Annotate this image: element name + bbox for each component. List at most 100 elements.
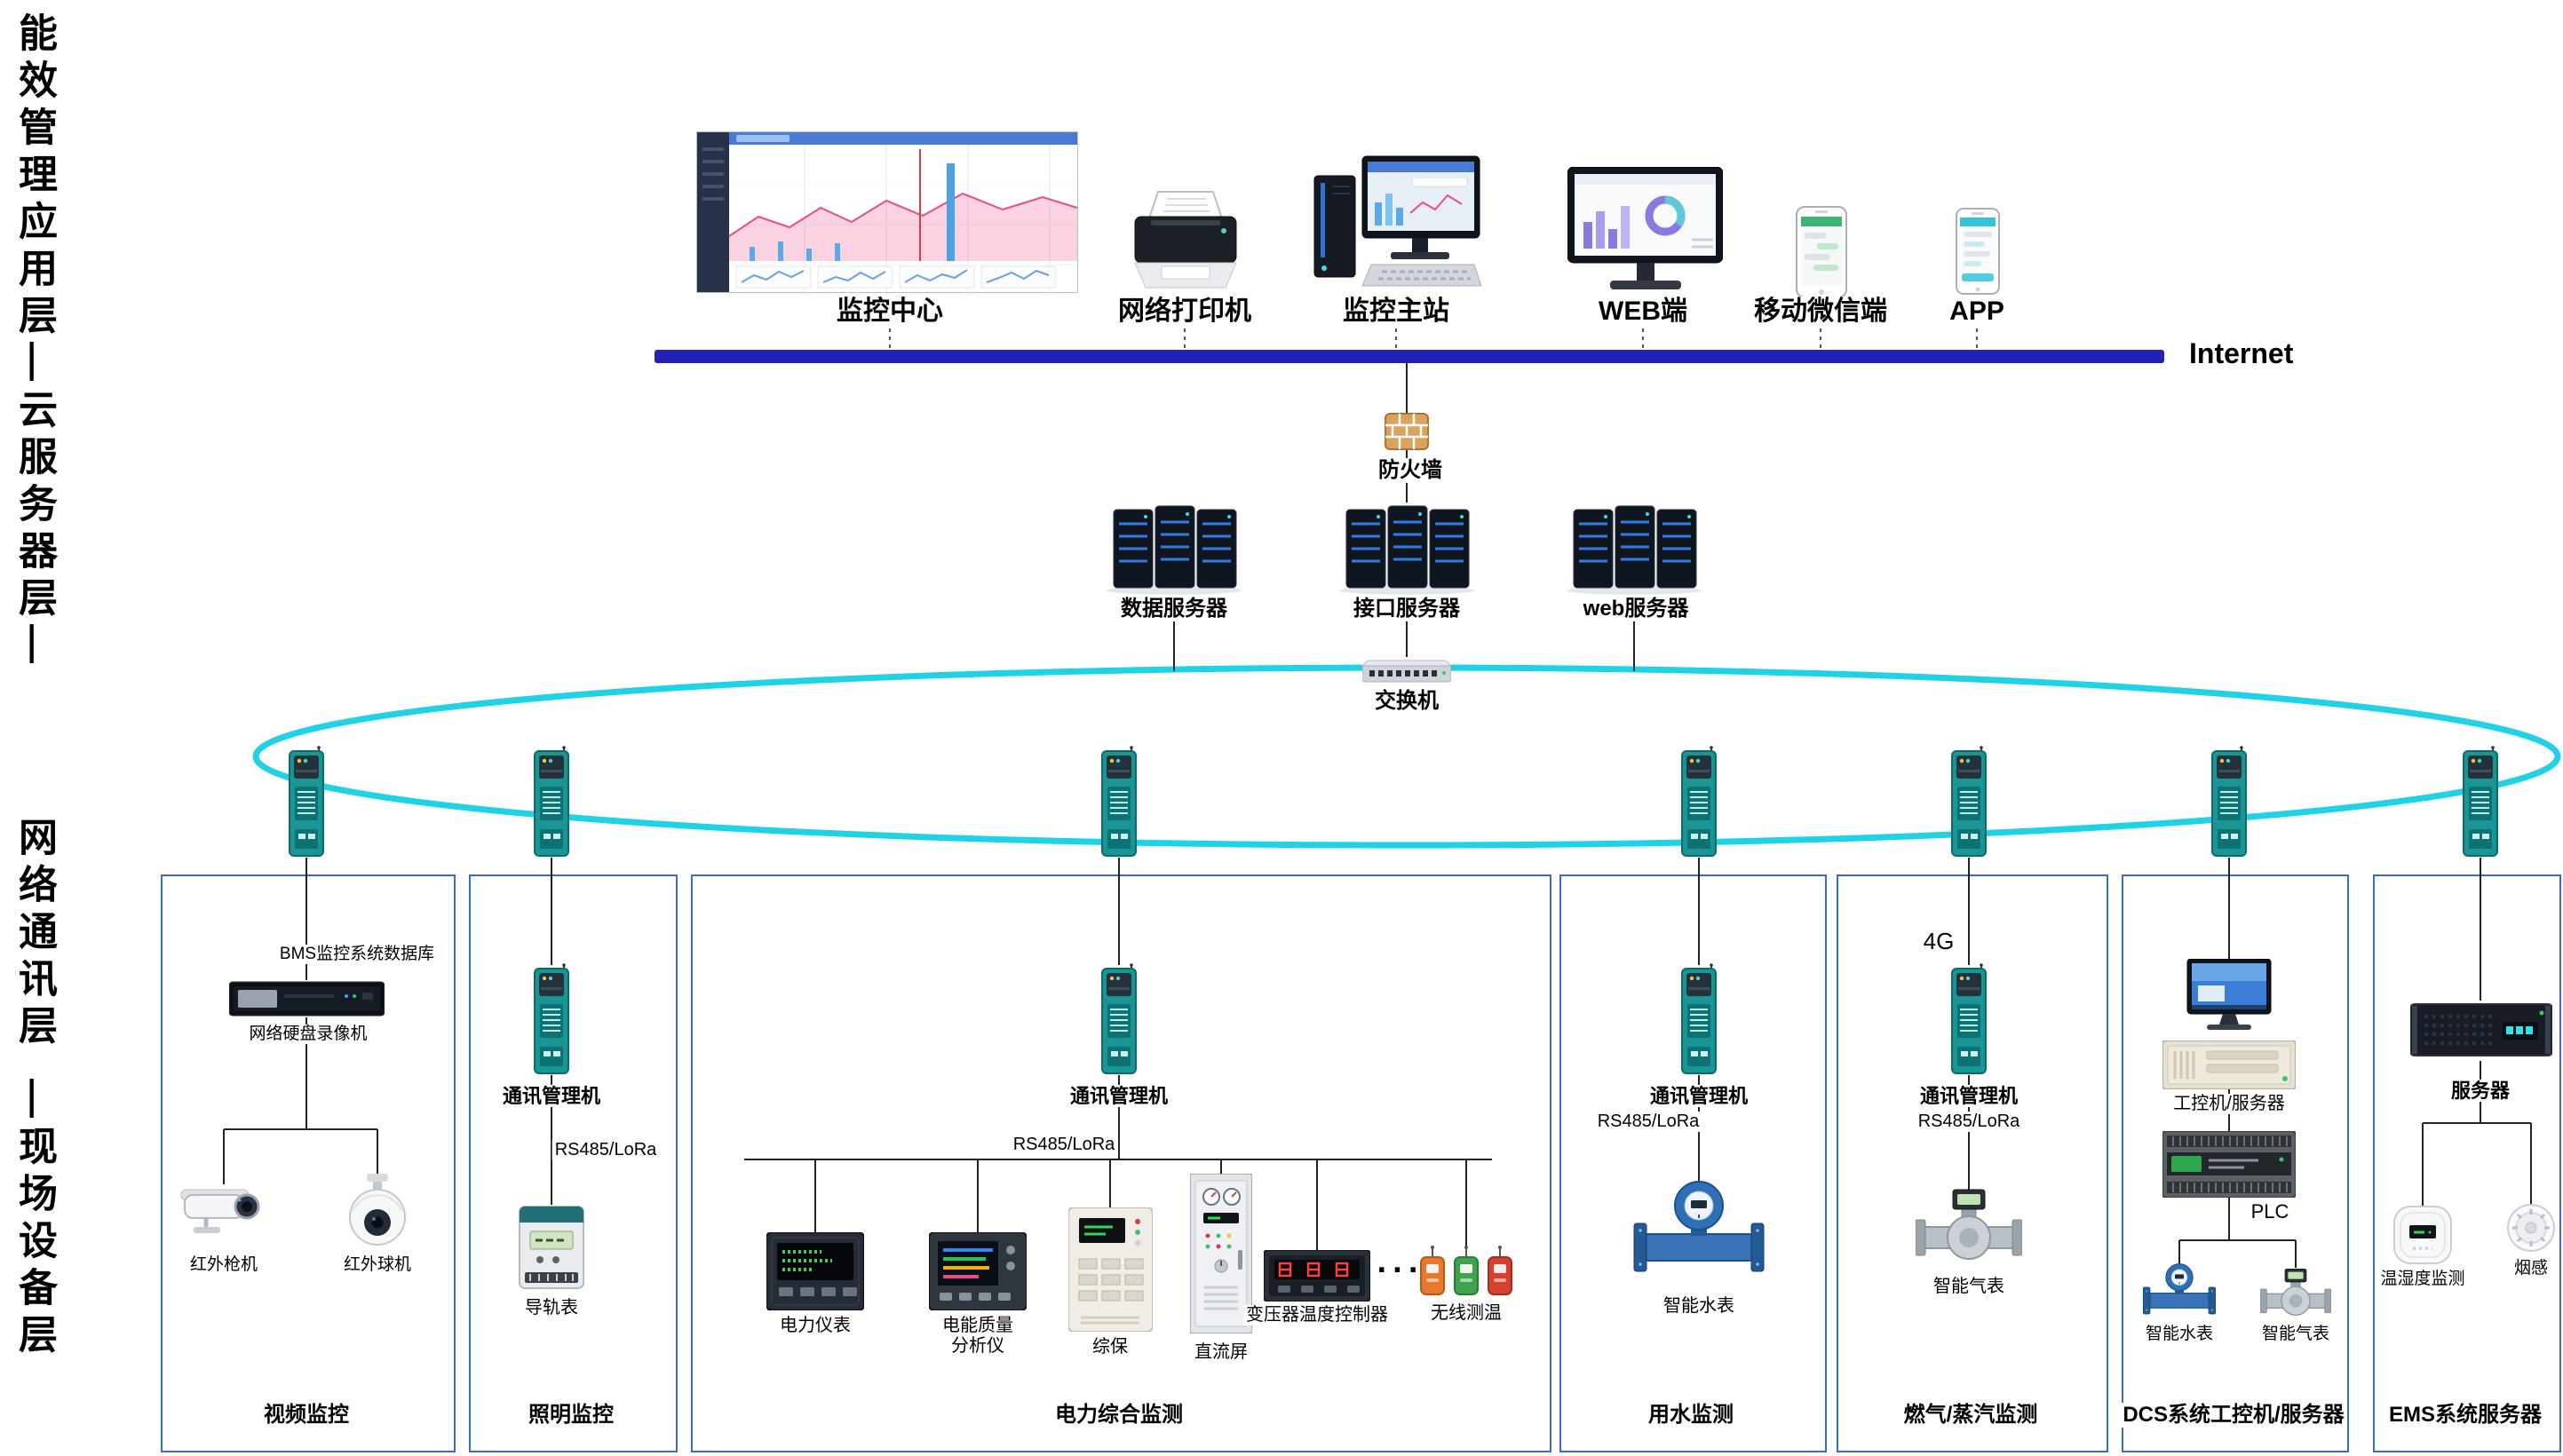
dome-camera-label: 红外球机: [340, 1255, 415, 1275]
bus-label-power: RS485/LoRa: [1010, 1135, 1118, 1155]
gateway-label-gas: 通讯管理机: [1916, 1085, 2021, 1108]
rail-meter-icon: [519, 1206, 584, 1289]
wireless-temp-label: 无线测温: [1428, 1303, 1504, 1324]
smoke-detector-label: 烟感: [2511, 1259, 2551, 1278]
monitoring-center-screenshot: [696, 131, 1078, 293]
group-box-dcs: [2122, 874, 2349, 1452]
temp-humidity-label: 温湿度监测: [2377, 1270, 2468, 1289]
firewall-label: 防火墙: [1376, 458, 1445, 483]
smoke-detector-icon: [2507, 1204, 2555, 1252]
data-server-label: 数据服务器: [1118, 597, 1230, 621]
internet-label: Internet: [2189, 337, 2294, 369]
temp-humidity-sensor-icon: [2393, 1206, 2452, 1264]
dc-panel-label: 直流屏: [1192, 1342, 1250, 1363]
quality-analyzer-icon: [929, 1232, 1027, 1310]
app-phone-icon: [1956, 208, 2000, 295]
interface-server-label: 接口服务器: [1351, 597, 1463, 621]
protection-relay-label: 综保: [1090, 1337, 1131, 1357]
group-title-water: 用水监测: [1646, 1403, 1736, 1428]
web-terminal-label: WEB端: [1596, 297, 1690, 328]
ring-gateway-icon-video: [287, 746, 326, 859]
nvr-icon: [229, 981, 385, 1017]
power-meter-icon: [766, 1232, 864, 1310]
protection-relay-icon: [1068, 1207, 1153, 1332]
gateway-icon-water: [1679, 963, 1718, 1077]
rail-meter-label: 导轨表: [522, 1298, 581, 1318]
bus-label-gas: RS485/LoRa: [1915, 1112, 2023, 1132]
group-title-gas: 燃气/蒸汽监测: [1900, 1403, 2041, 1428]
plc-icon: [2162, 1131, 2296, 1198]
dc-panel-icon: [1190, 1174, 1252, 1333]
tag-4g: 4G: [1920, 928, 1957, 955]
network-printer-label: 网络打印机: [1115, 297, 1254, 328]
dcs-gas-meter-label: 智能气表: [2258, 1325, 2333, 1344]
bus-label-lighting: RS485/LoRa: [551, 1140, 660, 1160]
bullet-camera-label: 红外枪机: [186, 1255, 261, 1275]
ipc-label: 工控机/服务器: [2170, 1094, 2288, 1114]
wireless-temp-sensors-icon: [1420, 1246, 1512, 1295]
ipc-monitor-icon: [2186, 959, 2272, 1030]
gateway-icon-lighting: [532, 963, 571, 1077]
wechat-phone-icon: [1796, 206, 1847, 298]
nvr-label: 网络硬盘录像机: [246, 1025, 370, 1044]
quality-analyzer-label: 电能质量分析仪: [932, 1316, 1023, 1357]
power-meter-label: 电力仪表: [777, 1316, 853, 1336]
group-box-lighting: [469, 874, 678, 1452]
ring-gateway-icon-ems: [2461, 746, 2500, 859]
bus-label-water: RS485/LoRa: [1594, 1112, 1702, 1132]
group-box-ems: [2373, 874, 2561, 1452]
ems-server-label: 服务器: [2448, 1080, 2513, 1103]
bms-db-label: BMS监控系统数据库: [276, 945, 438, 964]
gateway-label-water: 通讯管理机: [1647, 1085, 1751, 1108]
ellipsis-dots: ···: [1374, 1252, 1427, 1291]
firewall-icon: [1385, 413, 1429, 450]
switch-icon: [1362, 660, 1451, 683]
bullet-camera-icon: [180, 1189, 260, 1233]
dcs-water-meter-label: 智能水表: [2142, 1325, 2217, 1344]
internet-bar: [655, 350, 2164, 363]
layer-label-network: 网络通讯层: [12, 817, 56, 1052]
master-station-icon: [1313, 155, 1481, 287]
ipc-chassis-icon: [2162, 1041, 2296, 1089]
group-title-power: 电力综合监测: [1052, 1403, 1186, 1428]
layer-label-field: —现场设备层: [12, 1079, 56, 1361]
gas-meter-small-icon: [2260, 1268, 2331, 1321]
transformer-temp-label: 变压器温度控制器: [1243, 1305, 1391, 1325]
group-box-gas: [1837, 874, 2108, 1452]
gateway-icon-gas: [1949, 963, 1988, 1077]
gateway-label-lighting: 通讯管理机: [499, 1085, 604, 1108]
gateway-label-power: 通讯管理机: [1067, 1085, 1171, 1108]
water-meter-small-icon: [2142, 1262, 2217, 1322]
water-meter-icon: [1632, 1179, 1766, 1286]
group-title-dcs: DCS系统工控机/服务器: [2120, 1403, 2347, 1428]
ring-gateway-icon-dcs: [2210, 746, 2249, 859]
master-station-label: 监控主站: [1340, 297, 1452, 328]
network-printer-icon: [1134, 191, 1237, 289]
gas-meter-label: 智能气表: [1931, 1277, 2007, 1297]
monitoring-center-label: 监控中心: [834, 297, 946, 328]
app-label: APP: [1947, 297, 2007, 328]
layer-label-app-cloud: 能效管理应用层—云服务器层—: [12, 12, 56, 671]
group-box-video: [161, 874, 456, 1452]
web-terminal-icon: [1567, 167, 1723, 289]
ems-server-icon: [2410, 1003, 2552, 1056]
group-title-lighting: 照明监控: [526, 1403, 616, 1428]
ring-gateway-icon-lighting: [532, 746, 571, 859]
gas-meter-icon: [1916, 1188, 2022, 1268]
web-server-label: web服务器: [1580, 597, 1692, 621]
plc-label: PLC: [2248, 1200, 2292, 1223]
ring-gateway-icon-water: [1679, 746, 1718, 859]
group-box-power: [691, 874, 1551, 1452]
water-meter-label: 智能水表: [1661, 1296, 1737, 1317]
interface-server-icon: [1334, 502, 1480, 596]
dome-camera-icon: [349, 1174, 406, 1246]
transformer-temp-controller-icon: [1264, 1250, 1370, 1302]
gateway-icon-power: [1099, 963, 1139, 1077]
group-title-ems: EMS系统服务器: [2385, 1403, 2545, 1428]
group-box-water: [1559, 874, 1827, 1452]
ring-gateway-icon-power: [1099, 746, 1139, 859]
web-server-icon: [1561, 502, 1708, 596]
group-title-video: 视频监控: [261, 1403, 352, 1428]
ring-gateway-icon-gas: [1949, 746, 1988, 859]
